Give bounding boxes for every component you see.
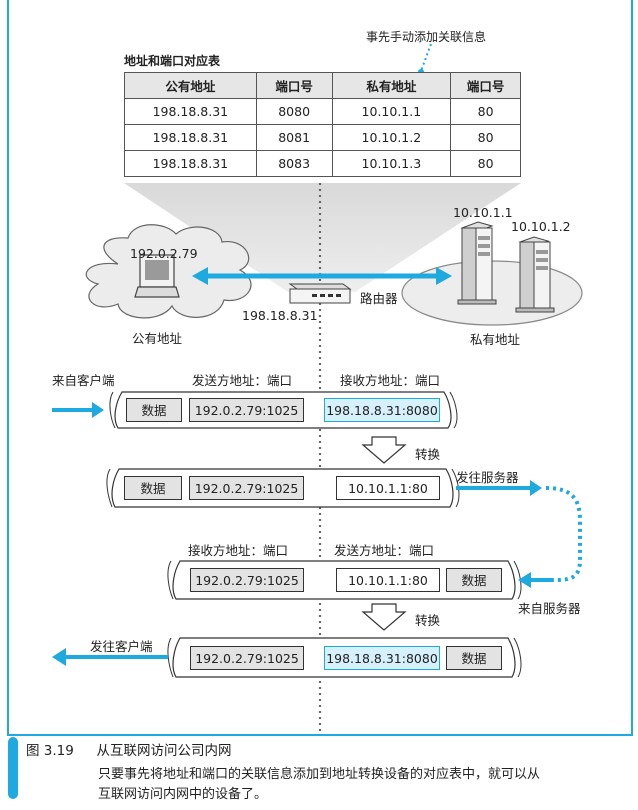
p1-dst-label: 接收方地址：端口 xyxy=(340,373,441,388)
caption-heading: 图 3.19 从互联网访问公司内网 xyxy=(26,739,231,759)
p3-dst-label: 接收方地址：端口 xyxy=(188,543,289,558)
caption-line-1: 只要事先将地址和端口的关联信息添加到地址转换设备的对应表中，就可以从 xyxy=(98,767,541,782)
p3-data-field: 数据 xyxy=(446,568,502,592)
incoming-client-arrow xyxy=(52,402,104,418)
server1-ip-label: 10.10.1.1 xyxy=(453,205,513,220)
server-icon-1 xyxy=(457,221,497,305)
client-computer-icon xyxy=(134,254,180,298)
to-client-arrow xyxy=(52,648,168,666)
router-label: 路由器 xyxy=(360,291,398,306)
bidirectional-arrow xyxy=(192,267,452,285)
table-cell: 8081 xyxy=(255,124,333,151)
table-header-row: 公有地址 端口号 私有地址 端口号 xyxy=(124,72,521,99)
p2-src-field: 192.0.2.79:1025 xyxy=(189,476,304,500)
callout-manual-add: 事先手动添加关联信息 xyxy=(366,30,487,44)
caption-accent-bar xyxy=(8,737,18,799)
table-cell: 80 xyxy=(450,98,521,125)
table-row: 198.18.8.31 8081 10.10.1.2 80 xyxy=(124,124,521,151)
server2-ip-label: 10.10.1.2 xyxy=(511,219,571,234)
client-ip-label: 192.0.2.79 xyxy=(130,246,198,261)
p2-data-field: 数据 xyxy=(124,476,182,500)
table-row: 198.18.8.31 8080 10.10.1.1 80 xyxy=(124,98,521,125)
callout-leader xyxy=(420,43,432,72)
table-cell: 8083 xyxy=(255,150,333,177)
p2-dst-field: 10.10.1.1:80 xyxy=(336,476,440,500)
p4-data-field: 数据 xyxy=(446,646,502,670)
p1-dst-field: 198.18.8.31:8080 xyxy=(324,398,440,422)
table-cell: 198.18.8.31 xyxy=(124,150,257,177)
table-cell: 10.10.1.1 xyxy=(331,98,452,125)
p4-src-field: 198.18.8.31:8080 xyxy=(324,646,440,670)
p4-dst-field: 192.0.2.79:1025 xyxy=(190,646,304,670)
table-title: 地址和端口对应表 xyxy=(124,54,221,68)
convert-arrow-1 xyxy=(361,436,407,464)
to-server-arrow xyxy=(456,480,542,496)
p3-dst-field: 192.0.2.79:1025 xyxy=(190,568,304,592)
to-server-label: 发往服务器 xyxy=(456,470,519,485)
from-client-label: 来自客户端 xyxy=(52,373,115,388)
table-cell: 198.18.8.31 xyxy=(124,124,257,151)
from-server-arrow xyxy=(518,572,552,588)
private-address-label: 私有地址 xyxy=(470,332,521,347)
p1-src-field: 192.0.2.79:1025 xyxy=(189,398,304,422)
convert-label-2: 转换 xyxy=(415,613,441,628)
nat-table: 公有地址 端口号 私有地址 端口号 198.18.8.31 8080 10.10… xyxy=(124,72,521,177)
server-roundtrip-curve xyxy=(545,486,583,582)
table-cell: 80 xyxy=(450,124,521,151)
table-beam xyxy=(124,183,521,292)
figure-number: 图 3.19 xyxy=(26,743,74,759)
from-server-label: 来自服务器 xyxy=(518,601,581,616)
header-public-address: 公有地址 xyxy=(124,72,257,99)
header-private-address: 私有地址 xyxy=(331,72,452,99)
p3-src-label: 发送方地址：端口 xyxy=(334,543,435,558)
table-cell: 80 xyxy=(450,150,521,177)
convert-arrow-2 xyxy=(361,603,407,631)
table-cell: 10.10.1.2 xyxy=(331,124,452,151)
table-row: 198.18.8.31 8083 10.10.1.3 80 xyxy=(124,150,521,177)
router-ip-label: 198.18.8.31 xyxy=(242,308,318,323)
header-port: 端口号 xyxy=(255,72,333,99)
to-client-label: 发往客户端 xyxy=(90,639,153,654)
header-port: 端口号 xyxy=(450,72,521,99)
table-cell: 8080 xyxy=(255,98,333,125)
public-address-label: 公有地址 xyxy=(132,331,183,346)
server-icon-2 xyxy=(515,236,555,313)
caption-line-2: 互联网访问内网中的设备了。 xyxy=(98,787,268,802)
p3-src-field: 10.10.1.1:80 xyxy=(336,568,440,592)
figure-title: 从互联网访问公司内网 xyxy=(96,743,232,759)
p1-src-label: 发送方地址：端口 xyxy=(192,373,293,388)
p1-data-field: 数据 xyxy=(126,398,182,422)
table-cell: 10.10.1.3 xyxy=(331,150,452,177)
router-icon xyxy=(288,283,352,304)
table-cell: 198.18.8.31 xyxy=(124,98,257,125)
convert-label-1: 转换 xyxy=(415,447,441,462)
